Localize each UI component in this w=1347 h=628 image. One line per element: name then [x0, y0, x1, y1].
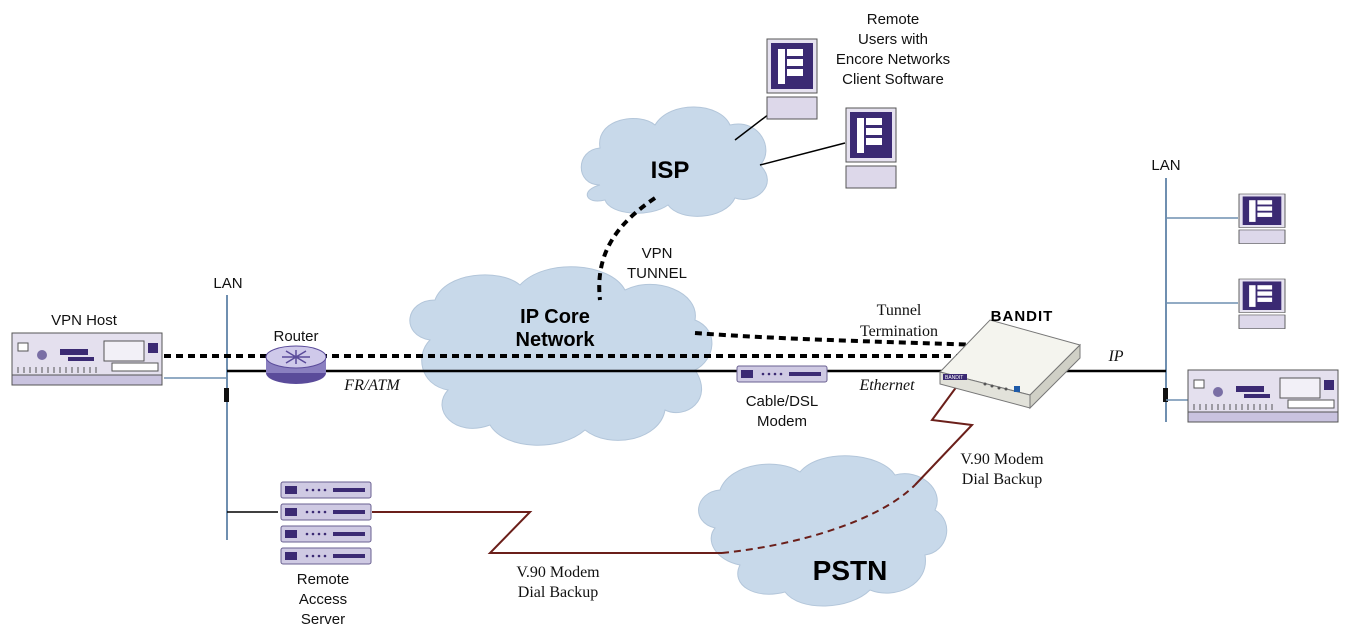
ethernet-label: Ethernet: [858, 377, 915, 394]
pstn-label: PSTN: [813, 555, 888, 586]
lan-right-server: [1187, 369, 1339, 423]
ras-unit-1: [280, 481, 372, 499]
remote-user-terminal-1: [766, 38, 818, 120]
vpn-host-server: [11, 332, 163, 386]
ras-backup-line: [372, 511, 722, 554]
bandit-device-brand: BANDIT: [945, 375, 963, 381]
ip-label: IP: [1107, 348, 1123, 365]
vpn-tunnel-label: VPN TUNNEL: [627, 245, 687, 282]
svg-text:Termination: Termination: [860, 323, 938, 340]
lan-right-label: LAN: [1151, 157, 1180, 174]
lan-terminal-1: [1238, 193, 1286, 245]
router-label: Router: [273, 328, 318, 345]
svg-text:TUNNEL: TUNNEL: [627, 265, 687, 282]
bandit-device: BANDIT: [939, 319, 1081, 410]
svg-text:IP Core: IP Core: [520, 306, 590, 328]
cable-dsl-modem-label: Cable/DSL Modem: [746, 393, 819, 430]
svg-text:Remote: Remote: [297, 571, 350, 588]
tunnel-termination-label: Tunnel Termination: [860, 302, 938, 340]
svg-text:Users with: Users with: [858, 31, 928, 48]
svg-text:V.90 Modem: V.90 Modem: [516, 564, 600, 581]
lan-terminal-2: [1238, 278, 1286, 330]
svg-text:Client Software: Client Software: [842, 71, 944, 88]
pstn-cloud: [698, 455, 948, 607]
ip-core-network-label: IP Core Network: [516, 306, 596, 351]
svg-text:Modem: Modem: [757, 413, 807, 430]
svg-text:Dial Backup: Dial Backup: [518, 584, 598, 601]
isp-user-link-2: [759, 142, 846, 166]
bandit-label: BANDIT: [991, 308, 1054, 325]
svg-text:Server: Server: [301, 611, 345, 628]
ras-label: Remote Access Server: [297, 571, 350, 628]
pstn-dashed-backup: [721, 484, 916, 554]
lan-left-label: LAN: [213, 275, 242, 292]
remote-user-terminal-2: [845, 107, 897, 189]
cable-dsl-modem: [736, 365, 828, 383]
left-modem-backup-label: V.90 Modem Dial Backup: [516, 564, 600, 601]
right-modem-backup-label: V.90 Modem Dial Backup: [960, 451, 1044, 488]
isp-label: ISP: [651, 157, 690, 184]
svg-text:VPN: VPN: [642, 245, 673, 262]
svg-text:Network: Network: [516, 329, 596, 351]
svg-text:Cable/DSL: Cable/DSL: [746, 393, 819, 410]
svg-text:Remote: Remote: [867, 11, 920, 28]
remote-users-label: Remote Users with Encore Networks Client…: [836, 11, 950, 88]
isp-tunnel-dashed: [597, 196, 657, 301]
lan-right-tap: [1163, 388, 1168, 402]
bandit-backup-line: [914, 381, 975, 486]
lan-left-tap: [224, 388, 229, 402]
tunnel-termination-dashed: [694, 331, 979, 347]
ras-unit-2: [280, 503, 372, 521]
svg-text:V.90 Modem: V.90 Modem: [960, 451, 1044, 468]
vpn-host-label: VPN Host: [51, 312, 118, 329]
ras-unit-3: [280, 525, 372, 543]
ras-unit-4: [280, 547, 372, 565]
fr-atm-label: FR/ATM: [343, 377, 401, 394]
svg-text:Tunnel: Tunnel: [877, 302, 922, 319]
svg-text:Access: Access: [299, 591, 347, 608]
svg-text:Dial Backup: Dial Backup: [962, 471, 1042, 488]
router-icon: [265, 345, 327, 384]
svg-text:Encore Networks: Encore Networks: [836, 51, 950, 68]
